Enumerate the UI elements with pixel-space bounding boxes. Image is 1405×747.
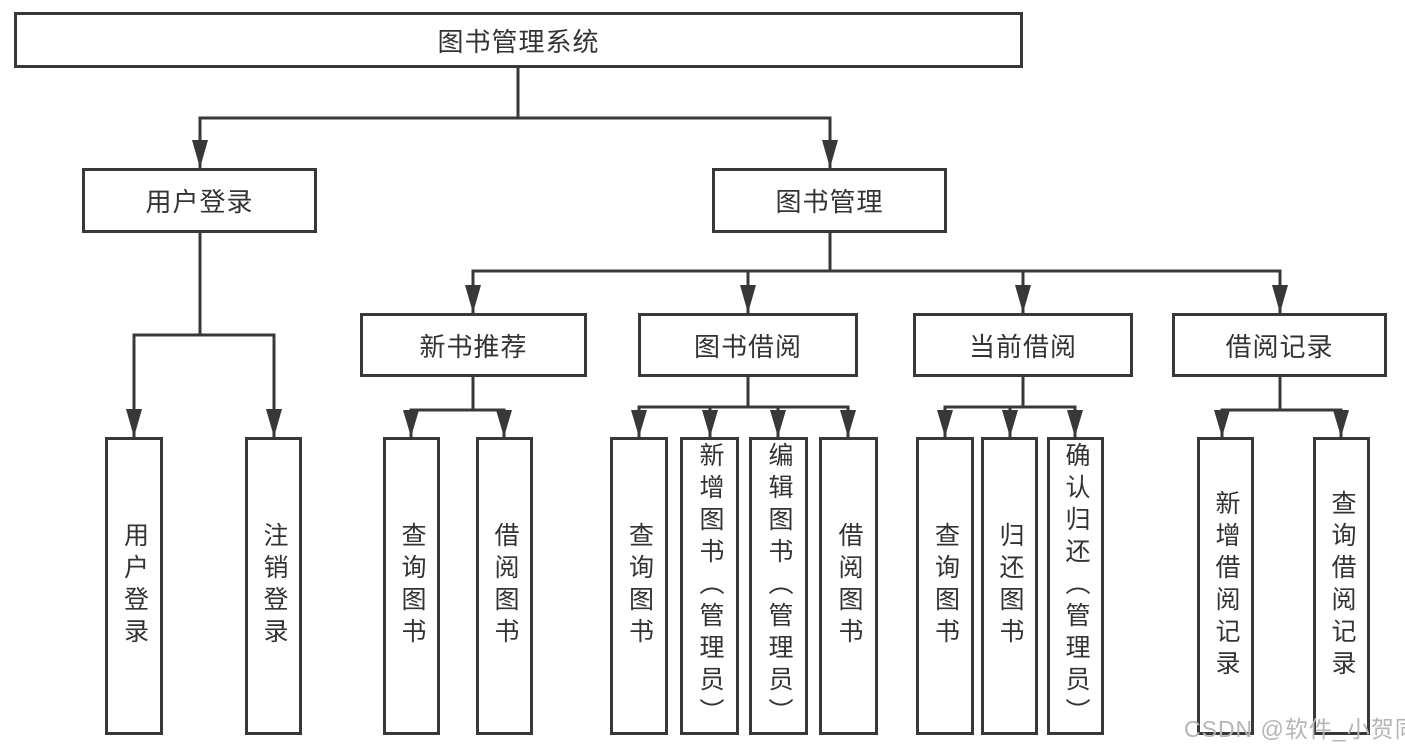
leaf-query-books-3: 查询图书 bbox=[916, 437, 974, 735]
leaf-return-books: 归还图书 bbox=[981, 437, 1038, 735]
leaf-add-books-admin: 新增图书（管理员） bbox=[680, 437, 739, 735]
node-new-book-recommendation: 新书推荐 bbox=[360, 313, 587, 377]
leaf-query-books-1: 查询图书 bbox=[383, 437, 440, 735]
node-current-borrowing: 当前借阅 bbox=[913, 313, 1133, 377]
leaf-add-borrow-record: 新增借阅记录 bbox=[1197, 437, 1254, 735]
arrowhead-icons bbox=[126, 140, 1349, 437]
node-user-login: 用户登录 bbox=[82, 168, 317, 233]
node-borrowing-records: 借阅记录 bbox=[1172, 313, 1387, 377]
node-book-borrowing: 图书借阅 bbox=[638, 313, 858, 377]
leaf-edit-books-admin: 编辑图书（管理员） bbox=[749, 437, 808, 735]
node-book-management: 图书管理 bbox=[712, 168, 947, 233]
leaf-query-books-2: 查询图书 bbox=[610, 437, 668, 735]
leaf-borrow-books-2: 借阅图书 bbox=[819, 437, 878, 735]
leaf-logout: 注销登录 bbox=[245, 437, 302, 735]
csdn-watermark: CSDN @软件_小贺同学 bbox=[1184, 716, 1405, 742]
leaf-confirm-return-admin: 确认归还（管理员） bbox=[1047, 437, 1104, 735]
node-library-management-system: 图书管理系统 bbox=[14, 12, 1023, 68]
leaf-user-login: 用户登录 bbox=[105, 437, 163, 735]
leaf-borrow-books-1: 借阅图书 bbox=[476, 437, 533, 735]
leaf-query-borrow-record: 查询借阅记录 bbox=[1313, 437, 1370, 735]
